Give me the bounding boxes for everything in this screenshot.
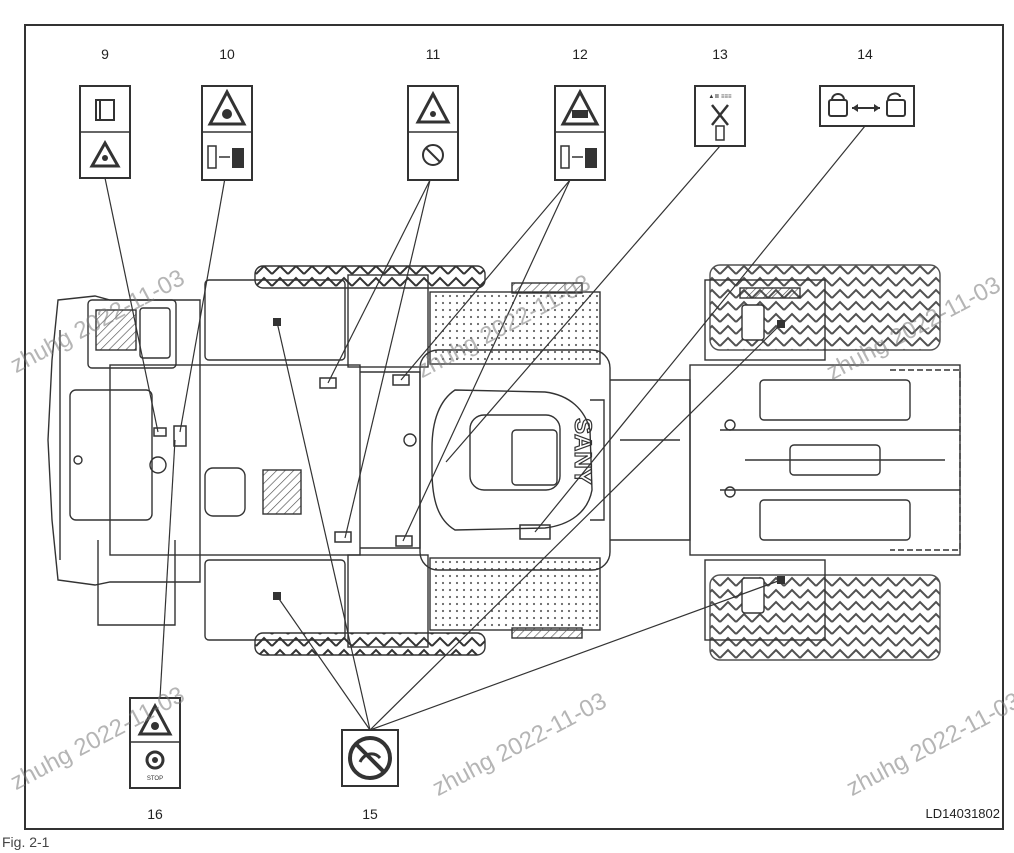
fan-hazard-icon — [207, 88, 247, 126]
callout-12: 12 — [572, 46, 588, 62]
keep-hands-away-icon — [207, 145, 244, 169]
safety-label-15 — [341, 729, 399, 787]
engine-compartment — [87, 299, 177, 369]
cab-roof — [419, 349, 611, 571]
pinch-point-icon — [711, 104, 729, 141]
callout-10: 10 — [219, 46, 235, 62]
callout-13: 13 — [712, 46, 728, 62]
manual-book-icon — [95, 99, 115, 121]
double-arrow-icon — [852, 104, 880, 112]
callout-9: 9 — [101, 46, 109, 62]
label-16-stop-text: STOP — [147, 776, 163, 782]
safety-label-16: STOP — [129, 697, 181, 789]
right-walkway — [429, 557, 601, 631]
warning-triangle-icon — [137, 702, 173, 736]
lock-open-icon — [886, 92, 906, 117]
safety-label-13: ▲≣ ≡≡≡ — [694, 85, 746, 147]
crush-hazard-icon — [560, 88, 600, 126]
callout-11: 11 — [425, 46, 441, 62]
keep-hands-away-icon — [560, 145, 597, 169]
rear-right-tire — [254, 632, 486, 656]
safety-label-14 — [819, 85, 915, 127]
brand-text: SANY — [569, 418, 596, 485]
warning-triangle-icon — [415, 90, 451, 124]
no-step-icon — [348, 736, 392, 780]
callout-14: 14 — [857, 46, 873, 62]
front-right-tire — [709, 574, 941, 661]
no-entry-icon — [422, 144, 444, 166]
safety-label-9 — [79, 85, 131, 179]
operator-seat — [469, 414, 561, 491]
front-left-tire — [709, 264, 941, 351]
stop-gear-icon — [145, 750, 165, 770]
leader-lines — [104, 125, 866, 731]
safety-label-11 — [407, 85, 459, 181]
figure-caption: Fig. 2-1 — [2, 834, 50, 850]
callout-16: 16 — [147, 806, 163, 822]
label-13-header: ▲≣ ≡≡≡ — [708, 91, 732, 100]
drawing-code: LD14031802 — [925, 806, 1000, 821]
engine-parts — [204, 467, 246, 517]
left-walkway — [429, 291, 601, 365]
callout-15: 15 — [362, 806, 378, 822]
machine-outline — [47, 264, 961, 661]
figure-frame — [24, 24, 1004, 830]
safety-label-12 — [554, 85, 606, 181]
warning-triangle-icon — [89, 139, 121, 168]
safety-label-10 — [201, 85, 253, 181]
rear-left-tire — [254, 265, 486, 289]
lock-closed-icon — [828, 93, 848, 117]
